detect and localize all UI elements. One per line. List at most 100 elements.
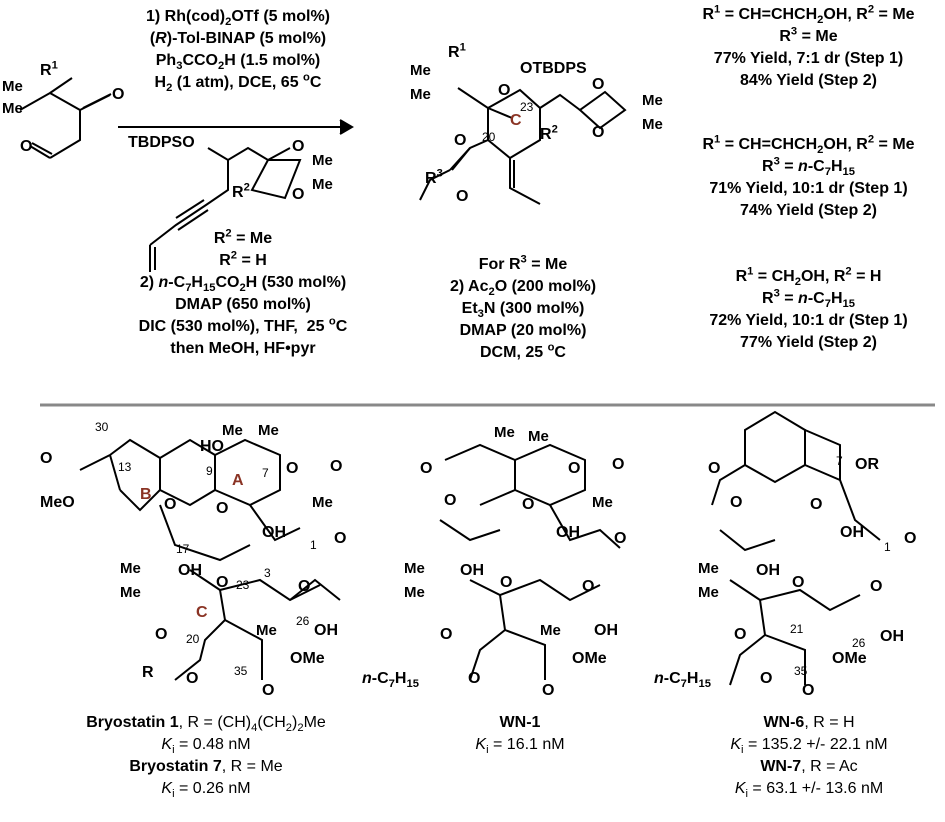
atom-number-7: 7: [262, 466, 269, 480]
oxygen-label: O: [802, 682, 815, 699]
hydroxyl-label: OH: [880, 628, 904, 645]
oxygen-label: O: [186, 670, 199, 687]
atom-number-30: 30: [95, 420, 109, 434]
atom-number-21: 21: [790, 622, 804, 636]
methoxy-label: OMe: [290, 650, 325, 667]
hydroxyl-label: OH: [314, 622, 338, 639]
methyl-label: Me: [312, 176, 333, 193]
oxygen-label: O: [582, 578, 595, 595]
methoxy-label: OMe: [832, 650, 867, 667]
hydroxyl-label: OH: [178, 562, 202, 579]
methyl-label: Me: [312, 152, 333, 169]
methyl-label: Me: [120, 584, 141, 601]
oxygen-label: O: [498, 82, 511, 99]
result-entry-3: R1 = CH2OH, R2 = H R3 = n-C7H15 72% Yiel…: [709, 265, 908, 351]
oxygen-label: O: [500, 574, 513, 591]
methyl-label: Me: [698, 560, 719, 577]
conditions-step2: For R3 = Me 2) Ac2O (200 mol%) Et3N (300…: [449, 253, 597, 361]
atom-number-23: 23: [520, 100, 534, 114]
oxygen-label: O: [870, 578, 883, 595]
oxygen-label: O: [592, 124, 605, 141]
atom-number-26: 26: [852, 636, 866, 650]
methyl-label: Me: [2, 100, 23, 117]
wn67-caption: WN-6, R = H Ki = 135.2 +/- 22.1 nM WN-7,…: [730, 714, 888, 801]
ketoaldehyde-structure: [19, 77, 112, 159]
enyne-reagent-structure: [149, 146, 302, 272]
oxygen-label: O: [760, 670, 773, 687]
atom-number-35: 35: [234, 664, 248, 678]
atom-number-1: 1: [884, 540, 891, 554]
methyl-label: Me: [642, 92, 663, 109]
oxygen-label: O: [456, 188, 469, 205]
oxygen-label: O: [292, 186, 305, 203]
oxygen-label: O: [614, 530, 627, 547]
methyl-label: Me: [410, 86, 431, 103]
oxygen-label: O: [298, 578, 311, 595]
oxygen-label: O: [568, 460, 581, 477]
r2-label: R2: [232, 181, 250, 201]
oxygen-label: O: [20, 138, 33, 155]
atom-number-20: 20: [186, 632, 200, 646]
atom-number-1: 1: [310, 538, 317, 552]
hydroxyl-label: HO: [200, 438, 224, 455]
heptyl-label: n-C7H15: [654, 670, 711, 691]
atom-number-35: 35: [794, 664, 808, 678]
methyl-label: Me: [258, 422, 279, 439]
conditions-step1b: R2 = Me R2 = H 2) n-C7H15CO2H (530 mol%)…: [138, 227, 348, 357]
ring-a-label: A: [232, 472, 244, 489]
hydroxyl-label: OH: [594, 622, 618, 639]
result-entry-2: R1 = CH=CHCH2OH, R2 = Me R3 = n-C7H15 71…: [702, 133, 915, 219]
heptyl-label: n-C7H15: [362, 670, 419, 691]
oxygen-label: O: [40, 450, 53, 467]
r1-label: R1: [448, 41, 466, 61]
oxygen-label: O: [810, 496, 823, 513]
oxygen-label: O: [286, 460, 299, 477]
ring-c-label: C: [510, 112, 522, 129]
atom-number-13: 13: [118, 460, 132, 474]
atom-number-3: 3: [264, 566, 271, 580]
atom-number-20: 20: [482, 130, 496, 144]
hydroxyl-label: OH: [756, 562, 780, 579]
wn67-structure: [711, 410, 881, 686]
hydroxyl-label: OH: [460, 562, 484, 579]
methyl-label: Me: [2, 78, 23, 95]
oxygen-label: O: [542, 682, 555, 699]
oxygen-label: O: [330, 458, 343, 475]
oxygen-label: O: [592, 76, 605, 93]
r2-label: R2: [540, 123, 558, 143]
r-label: R: [142, 664, 154, 681]
methyl-label: Me: [410, 62, 431, 79]
oxygen-label: O: [468, 670, 481, 687]
oxygen-label: O: [155, 626, 168, 643]
oxygen-label: O: [730, 494, 743, 511]
r3-label: R3: [425, 167, 443, 187]
ring-c-label: C: [196, 604, 208, 621]
methyl-label: Me: [312, 494, 333, 511]
oxygen-label: O: [792, 574, 805, 591]
oxygen-label: O: [708, 460, 721, 477]
oxygen-label: O: [420, 460, 433, 477]
methyl-label: Me: [592, 494, 613, 511]
methyl-label: Me: [256, 622, 277, 639]
oxygen-label: O: [292, 138, 305, 155]
oxygen-label: O: [612, 456, 625, 473]
atom-number-23: 23: [236, 578, 250, 592]
oxygen-label: O: [440, 626, 453, 643]
methoxy-label: OMe: [572, 650, 607, 667]
methyl-label: Me: [494, 424, 515, 441]
methyl-label: Me: [404, 560, 425, 577]
wn1-structure: [439, 443, 621, 681]
methyl-label: Me: [642, 116, 663, 133]
oxygen-label: O: [216, 574, 229, 591]
bryostatin-structure: [79, 438, 341, 681]
methyl-label: Me: [404, 584, 425, 601]
oxygen-label: O: [734, 626, 747, 643]
hydroxyl-label: OH: [262, 524, 286, 541]
methyl-label: Me: [528, 428, 549, 445]
oxygen-label: O: [334, 530, 347, 547]
methyl-label: Me: [222, 422, 243, 439]
atom-number-17: 17: [176, 542, 190, 556]
hydroxyl-label: OH: [556, 524, 580, 541]
otbdps-label: OTBDPS: [520, 60, 587, 77]
